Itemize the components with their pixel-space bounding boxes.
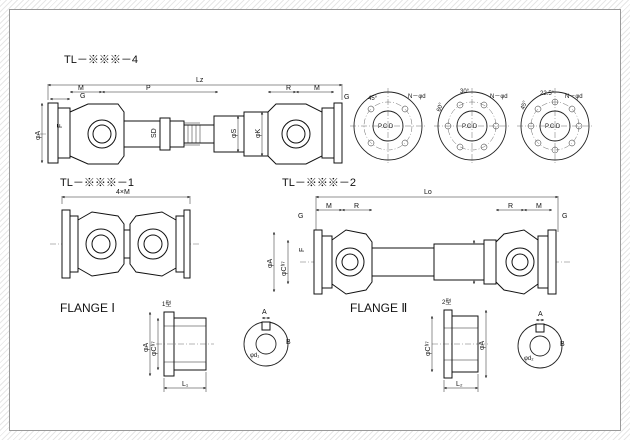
tl2-phi-c-label: φCʰ⁷ bbox=[281, 261, 288, 276]
flange2-phi-d-label: φd₂ bbox=[524, 356, 534, 362]
flange-view-3: P.C.D 22.5° 45° N－φd bbox=[517, 88, 593, 164]
tl4-phi-s-label: φS bbox=[231, 128, 238, 138]
tl2-title: TL－※※※－2 bbox=[282, 177, 356, 189]
tl1-dimensions: 4×M bbox=[61, 189, 191, 204]
tl4-g-label: G bbox=[80, 93, 85, 100]
tl2-g2-label: G bbox=[562, 213, 567, 220]
view3-holes: N－φd bbox=[565, 94, 583, 100]
view3-angle2: 45° bbox=[520, 100, 529, 111]
flange-view-1: P.C.D 45° N－φd bbox=[350, 88, 426, 164]
view3-pcd: P.C.D bbox=[545, 124, 561, 130]
flange1-a-label: A bbox=[262, 309, 267, 316]
tl4-title: TL－※※※－4 bbox=[64, 54, 138, 66]
tl4-shaft-drawing bbox=[40, 102, 343, 165]
flange1-l1-label: L₁ bbox=[182, 381, 189, 388]
flange-view-2: P.C.D 30° 60° N－φd bbox=[434, 88, 510, 164]
tl2-f-label: F bbox=[299, 248, 306, 252]
tl4-r-label: R bbox=[286, 85, 291, 92]
tl2-m-label: M bbox=[326, 203, 332, 210]
tl4-sd-label: SD bbox=[151, 128, 158, 138]
flange1-phi-c-label: φCʰ⁷ bbox=[151, 341, 158, 356]
tl1-coupling-drawing bbox=[50, 209, 200, 279]
tl4-m-label: M bbox=[78, 85, 84, 92]
tl4-phi-a-label: φA bbox=[35, 130, 42, 140]
view1-pcd: P.C.D bbox=[378, 124, 394, 130]
tl2-phi-a-label: φA bbox=[267, 258, 274, 268]
flange1-title: FLANGE Ⅰ bbox=[60, 301, 115, 315]
tl2-r-label: R bbox=[354, 203, 359, 210]
flange1-b-label: B bbox=[286, 339, 291, 346]
view2-angle1: 30° bbox=[460, 89, 470, 95]
tl2-r2-label: R bbox=[508, 203, 513, 210]
flange1-type: 1型 bbox=[162, 300, 171, 308]
flange2-b-label: B bbox=[560, 341, 565, 348]
view2-pcd: P.C.D bbox=[462, 124, 478, 130]
tl4-g2-label: G bbox=[344, 94, 349, 101]
flange2-title: FLANGE Ⅱ bbox=[350, 301, 407, 315]
flange1-section: φA φCʰ⁷ L₁ bbox=[143, 311, 214, 392]
tl4-p-label: P bbox=[146, 85, 151, 92]
tl1-title: TL－※※※－1 bbox=[60, 177, 134, 189]
tl4-f-label: F bbox=[57, 124, 64, 128]
flange1-keyway: A B φd₁ bbox=[243, 309, 291, 367]
flange2-l2-label: L₂ bbox=[456, 381, 463, 388]
flange2-a-label: A bbox=[538, 311, 543, 318]
flange2-keyway: A B φd₂ bbox=[517, 311, 565, 369]
flange2-type: 2型 bbox=[442, 298, 451, 306]
tl2-shaft-drawing bbox=[300, 229, 570, 295]
tl4-m2-label: M bbox=[314, 85, 320, 92]
tl1-4m-label: 4×M bbox=[116, 189, 130, 196]
view1-angle: 45° bbox=[368, 96, 378, 102]
tl2-lo-label: Lo bbox=[424, 189, 432, 196]
view2-holes: N－φd bbox=[490, 94, 508, 100]
flange2-phi-a-label: φA bbox=[479, 340, 486, 350]
flange1-phi-a-label: φA bbox=[143, 342, 150, 352]
flange2-phi-c-label: φCʰ⁷ bbox=[425, 341, 432, 356]
tl4-dimensions: Lz M P G R M G φA F SD φS φK bbox=[35, 77, 349, 163]
view2-angle2: 60° bbox=[436, 102, 445, 113]
tl4-lz-label: Lz bbox=[196, 77, 204, 84]
tl2-m2-label: M bbox=[536, 203, 542, 210]
tl4-phi-k-label: φK bbox=[255, 128, 262, 138]
view3-angle1: 22.5° bbox=[540, 91, 555, 97]
flange1-phi-d-label: φd₁ bbox=[250, 353, 259, 359]
view1-holes: N－φd bbox=[408, 94, 426, 100]
flange2-section: φCʰ⁷ φA L₂ bbox=[425, 309, 488, 392]
tl2-g-label: G bbox=[298, 213, 303, 220]
